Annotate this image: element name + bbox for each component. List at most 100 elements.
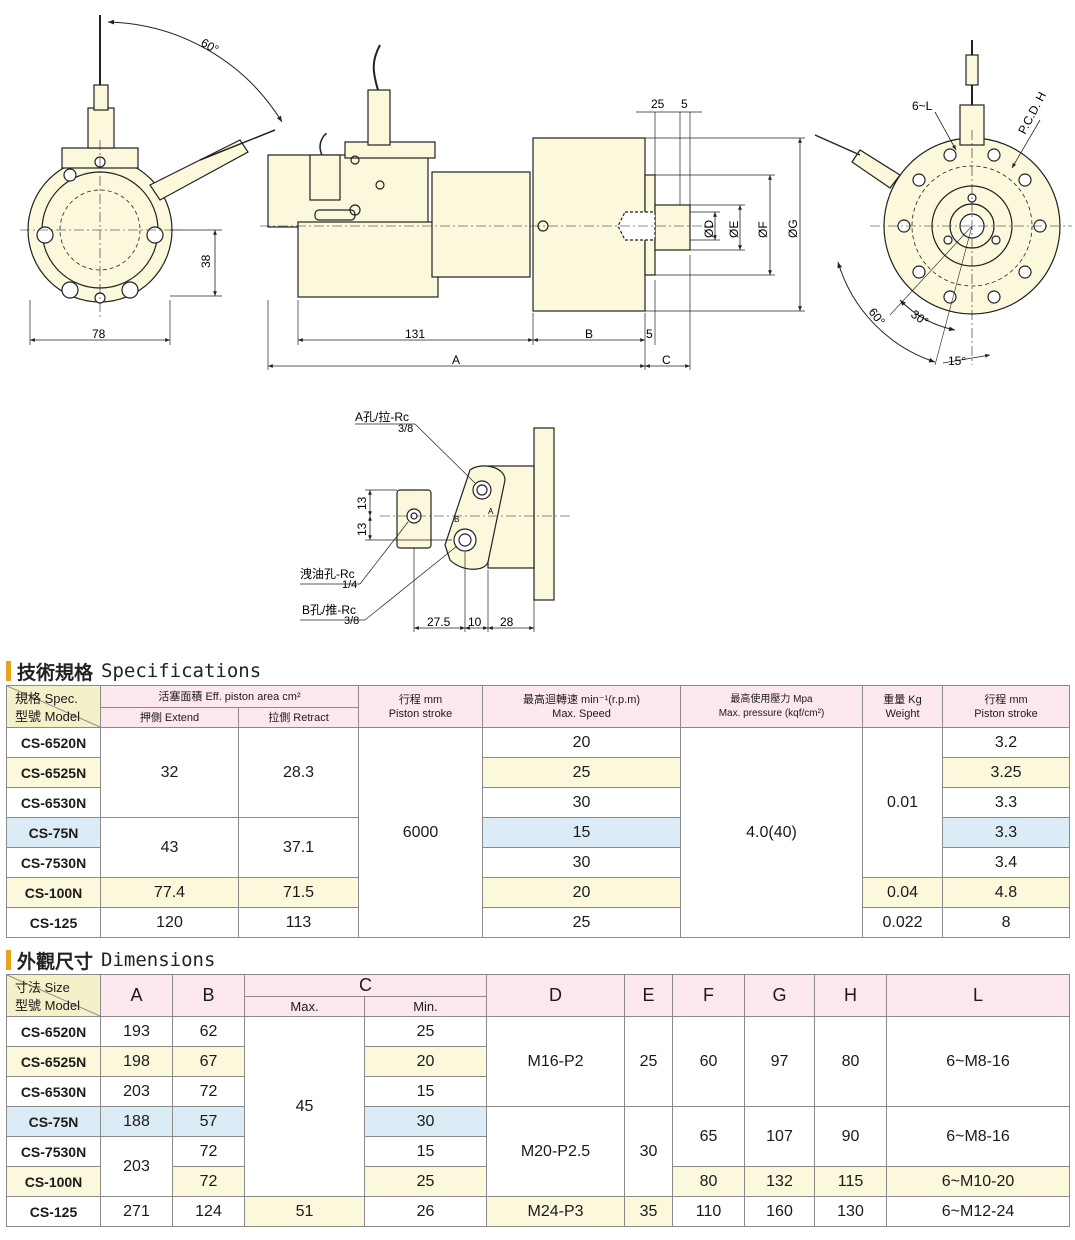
- label-13a: 13: [355, 496, 369, 510]
- header-A: A: [100, 974, 173, 1017]
- label-28: 28: [500, 615, 514, 629]
- L-cell: 6~M12-24: [886, 1196, 1070, 1227]
- F-cell: 60: [672, 1016, 745, 1107]
- specs-section-title: 技術規格 Specifications: [6, 659, 262, 684]
- extend-cell: 120: [100, 907, 239, 938]
- left-end-view: [20, 15, 283, 345]
- label-13b: 13: [355, 522, 369, 536]
- E-cell: 30: [624, 1106, 673, 1197]
- label-drain-1: 洩油孔-Rc: [300, 567, 355, 581]
- label-phiG: ØG: [786, 219, 800, 238]
- weight-cell: 0.04: [862, 877, 944, 908]
- E-cell: 35: [624, 1196, 673, 1227]
- header-F: F: [672, 974, 745, 1017]
- header-piston-area: 活塞面積 Eff. piston area cm²: [99, 685, 360, 708]
- label-5b: 5: [681, 97, 688, 111]
- stroke2-cell: 3.3: [942, 787, 1071, 818]
- speed-cell: 30: [482, 787, 682, 818]
- A-cell: 188: [100, 1106, 173, 1137]
- spec-corner-bottom: 型號 Model: [15, 709, 81, 724]
- B-cell: 62: [172, 1016, 245, 1047]
- header-B: B: [172, 974, 245, 1017]
- section-marker: [6, 661, 11, 681]
- table-row: CS-125 120 113 25 0.022 8: [6, 907, 1071, 938]
- header-E: E: [624, 974, 673, 1017]
- table-row: CS-75N 43 37.1 15 3.3: [6, 817, 1071, 878]
- model-cell: CS-6530N: [6, 1076, 101, 1107]
- model-cell: CS-75N: [6, 1106, 101, 1137]
- model-cell: CS-6525N: [6, 1046, 101, 1077]
- speed-cell: 20: [482, 877, 682, 908]
- model-cell: CS-6520N: [6, 727, 101, 758]
- A-cell: 203: [100, 1136, 173, 1197]
- label-portB-2: 3/8: [344, 615, 359, 627]
- model-cell: CS-100N: [6, 877, 101, 908]
- spec-corner-top: 規格 Spec.: [15, 691, 78, 706]
- D-cell: M16-P2: [486, 1016, 625, 1107]
- table-row: CS-6525N 198 67 20: [6, 1046, 1070, 1077]
- label-131: 131: [405, 327, 425, 341]
- model-cell: CS-6525N: [6, 757, 101, 788]
- table-row: CS-7530N 203 72 15: [6, 1136, 1070, 1197]
- F-cell: 80: [672, 1166, 745, 1197]
- header-max-speed: 最高迴轉速 min⁻¹(r.p.m)Max. Speed: [482, 685, 682, 728]
- model-cell: CS-6520N: [6, 1016, 101, 1047]
- C-min-cell: 20: [364, 1046, 487, 1077]
- label-60deg-top: 60°: [199, 35, 222, 56]
- B-cell: 124: [172, 1196, 245, 1227]
- table-row: CS-75N 188 57 30 M20-P2.5 30 65 107 90 6…: [6, 1106, 1070, 1197]
- speed-cell: 30: [482, 847, 682, 878]
- B-cell: 72: [172, 1136, 245, 1167]
- G-cell: 107: [744, 1106, 815, 1167]
- A-cell: 271: [100, 1196, 173, 1227]
- header-C: C: [244, 974, 487, 997]
- label-15deg: 15°: [948, 354, 966, 368]
- label-mark-A: A: [488, 507, 494, 516]
- B-cell: 67: [172, 1046, 245, 1077]
- speed-cell: 25: [482, 757, 682, 788]
- B-cell: 72: [172, 1166, 245, 1197]
- dims-corner-top: 寸法 Size: [15, 980, 70, 995]
- table-row: CS-100N 77.4 71.5 20 0.04 4.8: [6, 877, 1071, 908]
- pressure-cell: 4.0(40): [680, 727, 864, 938]
- stroke2-cell: 3.25: [942, 757, 1071, 788]
- label-portA-1: A孔/拉-Rc: [355, 409, 409, 424]
- L-cell: 6~M8-16: [886, 1106, 1070, 1167]
- header-H: H: [814, 974, 887, 1017]
- weight-cell: 0.01: [862, 727, 944, 878]
- F-cell: 65: [672, 1106, 745, 1167]
- D-cell: M24-P3: [486, 1196, 625, 1227]
- label-phiF: ØF: [756, 221, 770, 238]
- label-6L: 6~L: [912, 99, 933, 113]
- table-row: CS-6530N 30 3.3: [6, 787, 1071, 818]
- header-retract: 拉側 Retract: [237, 707, 360, 728]
- extend-cell: 32: [100, 727, 239, 818]
- model-cell: CS-7530N: [6, 847, 101, 878]
- retract-cell: 28.3: [237, 727, 360, 818]
- label-27-5: 27.5: [427, 615, 451, 629]
- dims-corner-header: 寸法 Size 型號 Model: [6, 974, 101, 1017]
- specs-title-zh: 技術規格: [17, 661, 94, 684]
- table-row: CS-6520N 193 62 45 25 M16-P2 25 60 97 80…: [6, 1016, 1070, 1197]
- label-5a: 5: [646, 327, 653, 341]
- label-drain-2: 1/4: [342, 579, 357, 591]
- specs-title-en: Specifications: [101, 660, 262, 682]
- model-cell: CS-125: [6, 1196, 101, 1227]
- stroke2-cell: 4.8: [942, 877, 1071, 908]
- port-detail-view: [300, 423, 570, 632]
- weight-cell: 0.022: [862, 907, 944, 938]
- dims-title-zh: 外觀尺寸: [17, 950, 94, 973]
- B-cell: 72: [172, 1076, 245, 1107]
- model-cell: CS-7530N: [6, 1136, 101, 1167]
- A-cell: 203: [100, 1076, 173, 1107]
- G-cell: 132: [744, 1166, 815, 1197]
- section-marker: [6, 950, 11, 970]
- header-L: L: [886, 974, 1070, 1017]
- C-min-cell: 15: [364, 1076, 487, 1107]
- label-mark-B: B: [454, 515, 459, 524]
- C-min-cell: 25: [364, 1166, 487, 1197]
- A-cell: 198: [100, 1046, 173, 1077]
- header-C-min: Min.: [364, 996, 487, 1017]
